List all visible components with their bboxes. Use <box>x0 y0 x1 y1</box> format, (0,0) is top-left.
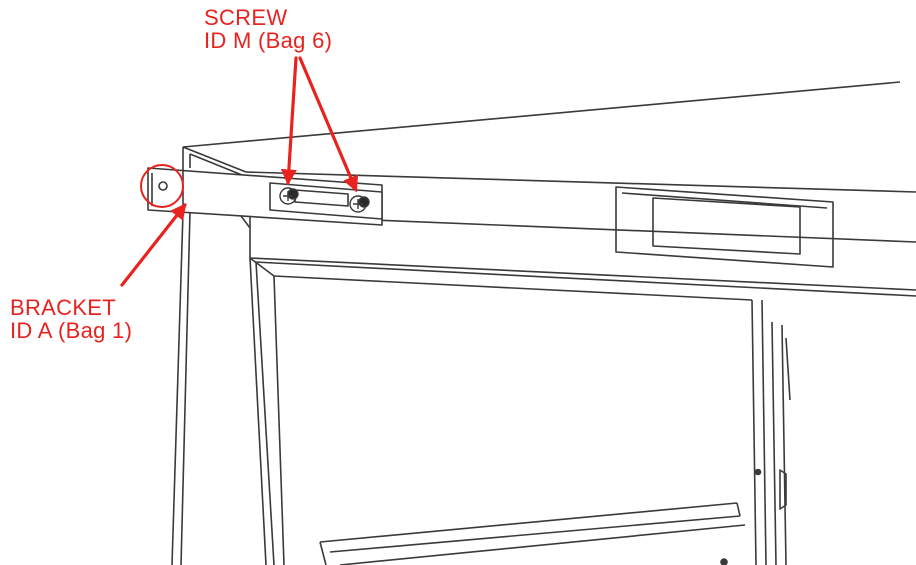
front-top-rail <box>249 214 916 297</box>
screw-callout-title: SCREW <box>204 5 288 30</box>
display-window <box>615 186 834 268</box>
left-post <box>171 147 275 565</box>
bracket-callout: BRACKET ID A (Bag 1) <box>10 296 132 342</box>
bracket-arrow <box>120 203 187 287</box>
screw-arrow-left <box>280 56 298 186</box>
screw-callout: SCREW ID M (Bag 6) <box>204 6 332 52</box>
screw-right <box>349 195 370 213</box>
shelf <box>319 468 762 565</box>
door-frame <box>249 257 791 565</box>
screw-callout-id: ID M (Bag 6) <box>204 28 333 53</box>
bracket-callout-id: ID A (Bag 1) <box>10 318 133 343</box>
bracket-highlight-circle <box>140 164 184 208</box>
screw-left <box>279 187 299 205</box>
bracket-callout-title: BRACKET <box>10 295 117 320</box>
screw-arrow-right <box>298 56 359 193</box>
